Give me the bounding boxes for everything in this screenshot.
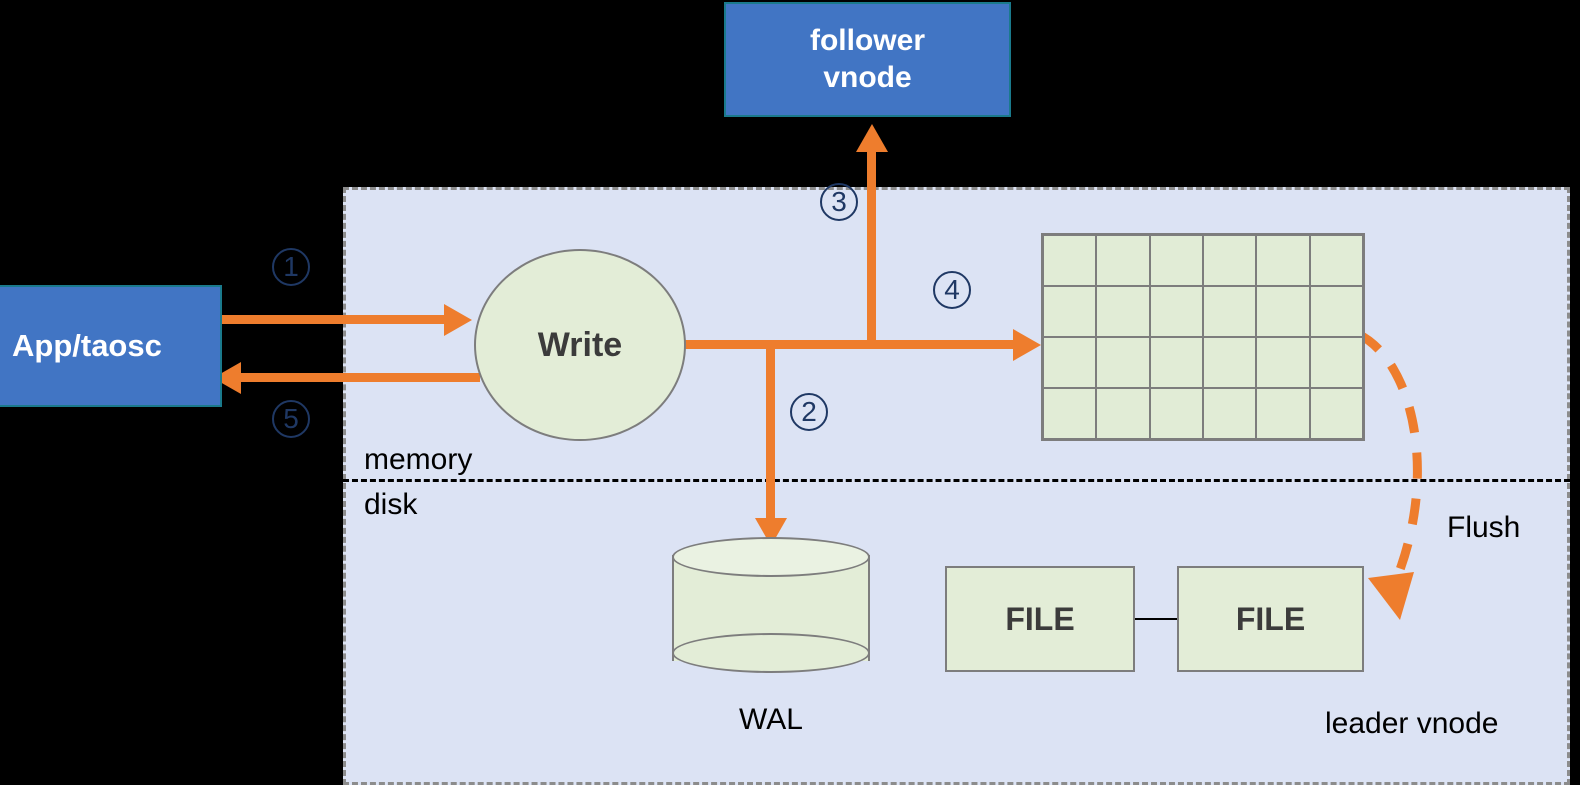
memory-table-cell <box>1097 287 1149 336</box>
memory-table-cell <box>1044 338 1096 387</box>
wal-label: WAL <box>739 703 803 736</box>
arrow-app-to-write-head <box>444 304 472 336</box>
follower-vnode-node[interactable]: follower vnode <box>724 2 1011 117</box>
memory-table-cell <box>1044 389 1096 438</box>
step-number-2: 2 <box>790 393 828 431</box>
memory-table-cell <box>1044 287 1096 336</box>
file-node-1-label: FILE <box>1005 600 1075 637</box>
memory-table-cell <box>1150 338 1202 387</box>
arrow-write-to-app-line <box>240 373 480 382</box>
follower-vnode-label-line2: vnode <box>823 60 912 94</box>
memory-table-cell <box>1097 338 1149 387</box>
memory-disk-divider <box>343 479 1570 482</box>
memory-table-grid[interactable] <box>1041 233 1365 441</box>
step-number-5: 5 <box>272 400 310 438</box>
memory-label: memory <box>364 443 473 476</box>
write-node[interactable]: Write <box>474 249 686 441</box>
memory-table-cell <box>1097 236 1149 285</box>
app-taosc-node[interactable]: App/taosc <box>0 285 222 407</box>
memory-table-cell <box>1150 389 1202 438</box>
memory-table-cell <box>1310 236 1362 285</box>
arrow-write-to-follower-line <box>867 152 876 344</box>
memory-table-cell <box>1310 338 1362 387</box>
step-number-1: 1 <box>272 248 310 286</box>
memory-table-cell <box>1257 338 1309 387</box>
arrow-write-to-memtable-line <box>684 340 1019 349</box>
flush-label: Flush <box>1447 511 1521 544</box>
file-node-2-label: FILE <box>1235 600 1306 637</box>
leader-vnode-label: leader vnode <box>1325 707 1499 740</box>
file-node-1[interactable]: FILE <box>945 566 1135 672</box>
memory-table-cell <box>1203 287 1256 336</box>
memory-table-cell <box>1257 287 1309 336</box>
step-number-3: 3 <box>820 183 858 221</box>
memory-table-cell <box>1203 389 1256 438</box>
write-label: Write <box>537 325 623 364</box>
follower-vnode-label-line1: follower <box>809 23 925 57</box>
memory-table-cell <box>1203 338 1256 387</box>
memory-table-cell <box>1097 389 1149 438</box>
follower-vnode-label: follower vnode <box>810 23 925 96</box>
disk-label: disk <box>364 488 418 521</box>
memory-table-cell <box>1044 236 1096 285</box>
memory-table-cell <box>1310 287 1362 336</box>
memory-table-cell <box>1203 236 1256 285</box>
memory-table-cell <box>1150 236 1202 285</box>
step-number-4: 4 <box>933 271 971 309</box>
file-node-2[interactable]: FILE <box>1177 566 1364 672</box>
memory-table-cell <box>1310 389 1362 438</box>
file-connector-line <box>1135 618 1177 620</box>
app-taosc-label: App/taosc <box>12 328 162 364</box>
memory-table-cell <box>1150 287 1202 336</box>
arrow-app-to-write-line <box>222 315 456 324</box>
wal-node[interactable] <box>672 537 870 675</box>
wal-cylinder-top <box>672 537 870 577</box>
arrow-write-to-wal-line <box>766 344 775 522</box>
memory-table-cell <box>1257 389 1309 438</box>
wal-cylinder-bottom <box>672 633 870 673</box>
arrow-write-to-memtable-head <box>1013 329 1041 361</box>
arrow-write-to-follower-head <box>856 124 888 152</box>
memory-table-cell <box>1257 236 1309 285</box>
